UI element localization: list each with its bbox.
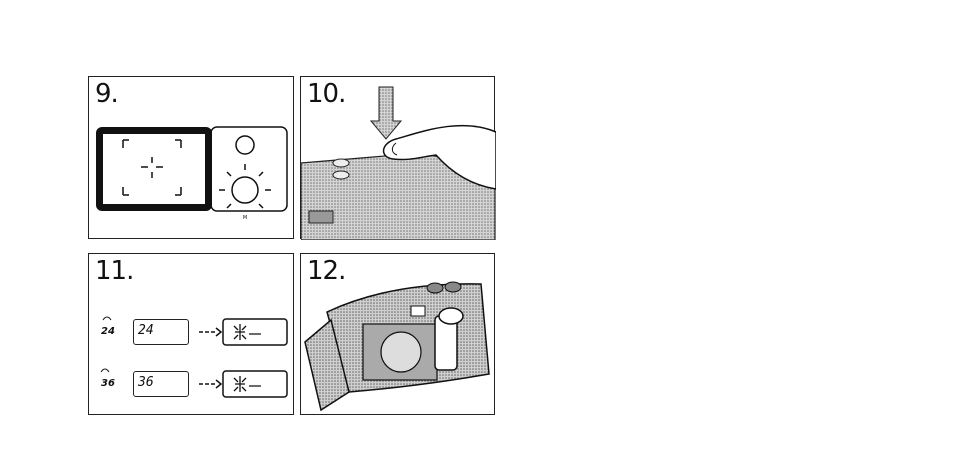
press-arrow-icon xyxy=(301,77,496,240)
blink-icon xyxy=(89,254,295,416)
svg-text:M: M xyxy=(243,215,247,221)
step-10-panel: 10. xyxy=(300,76,495,239)
step-9-panel: 9. M xyxy=(88,76,294,239)
step-12-panel: 12. xyxy=(300,253,495,415)
viewfinder-icon: M xyxy=(89,77,295,240)
camera-open-icon xyxy=(301,254,496,416)
step-11-panel: 11. 24 24 36 36 xyxy=(88,253,294,415)
